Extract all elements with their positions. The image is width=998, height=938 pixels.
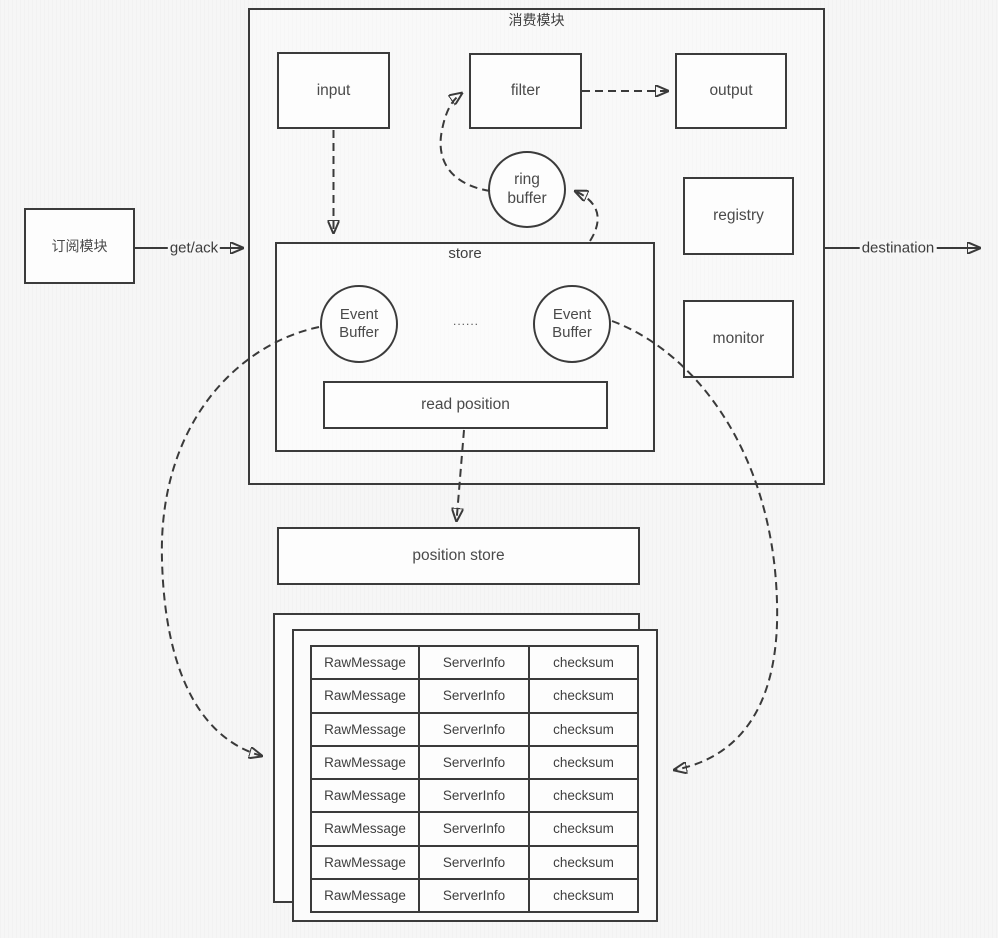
table-cell: ServerInfo	[418, 711, 530, 747]
event-buffer-right-label: Event Buffer	[552, 306, 592, 341]
monitor-box: monitor	[683, 300, 794, 378]
table-cell: ServerInfo	[418, 811, 530, 847]
input-box: input	[277, 52, 390, 129]
getack-label: get/ack	[167, 239, 221, 257]
output-label: output	[709, 82, 753, 99]
registry-label: registry	[713, 207, 764, 224]
consumer-module-title: 消费模块	[508, 12, 565, 28]
position-store-label: position store	[412, 547, 505, 564]
table-cell: ServerInfo	[418, 777, 530, 814]
event-buffer-left-circle: Event Buffer	[320, 285, 398, 363]
table-cell: RawMessage	[310, 644, 420, 681]
filter-label: filter	[510, 82, 541, 99]
table-cell: checksum	[528, 811, 639, 847]
store-title: store	[448, 245, 482, 262]
table-cell: ServerInfo	[418, 644, 530, 681]
table-cell: RawMessage	[310, 678, 420, 714]
table-cell: checksum	[528, 644, 639, 681]
table-cell: checksum	[528, 744, 639, 781]
table-cell: RawMessage	[310, 811, 420, 847]
table-row: RawMessage ServerInfo checksum	[310, 678, 639, 714]
table-cell: RawMessage	[310, 877, 420, 914]
subscriber-module-box: 订阅模块	[24, 208, 135, 284]
table-cell: checksum	[528, 777, 639, 814]
table-cell: checksum	[528, 844, 639, 880]
table-row: RawMessage ServerInfo checksum	[310, 777, 639, 814]
table-cell: RawMessage	[310, 777, 420, 814]
table-cell: checksum	[528, 711, 639, 747]
table-cell: ServerInfo	[418, 877, 530, 914]
table-cell: RawMessage	[310, 711, 420, 747]
event-buffer-right-circle: Event Buffer	[533, 285, 611, 363]
table-row: RawMessage ServerInfo checksum	[310, 744, 639, 781]
message-table-body: RawMessage ServerInfo checksum RawMessag…	[310, 644, 639, 914]
table-cell: ServerInfo	[418, 844, 530, 880]
table-cell: checksum	[528, 678, 639, 714]
table-cell: RawMessage	[310, 844, 420, 880]
message-table: RawMessage ServerInfo checksum RawMessag…	[310, 644, 639, 914]
read-position-box: read position	[323, 381, 608, 429]
table-cell: ServerInfo	[418, 678, 530, 714]
subscriber-module-label: 订阅模块	[51, 238, 108, 254]
event-buffer-ellipsis: ......	[452, 314, 479, 328]
ring-buffer-label: ring buffer	[507, 171, 547, 207]
output-box: output	[675, 53, 787, 129]
table-row: RawMessage ServerInfo checksum	[310, 711, 639, 747]
table-cell: ServerInfo	[418, 744, 530, 781]
read-position-label: read position	[421, 396, 510, 413]
position-store-box: position store	[277, 527, 640, 585]
table-row: RawMessage ServerInfo checksum	[310, 644, 639, 681]
filter-box: filter	[469, 53, 582, 129]
table-cell: RawMessage	[310, 744, 420, 781]
table-row: RawMessage ServerInfo checksum	[310, 844, 639, 880]
destination-label: destination	[859, 239, 937, 257]
event-buffer-left-label: Event Buffer	[339, 306, 379, 341]
registry-box: registry	[683, 177, 794, 255]
table-row: RawMessage ServerInfo checksum	[310, 877, 639, 914]
table-cell: checksum	[528, 877, 639, 914]
monitor-label: monitor	[712, 330, 765, 347]
table-row: RawMessage ServerInfo checksum	[310, 811, 639, 847]
input-label: input	[316, 81, 351, 99]
ring-buffer-circle: ring buffer	[488, 151, 566, 228]
